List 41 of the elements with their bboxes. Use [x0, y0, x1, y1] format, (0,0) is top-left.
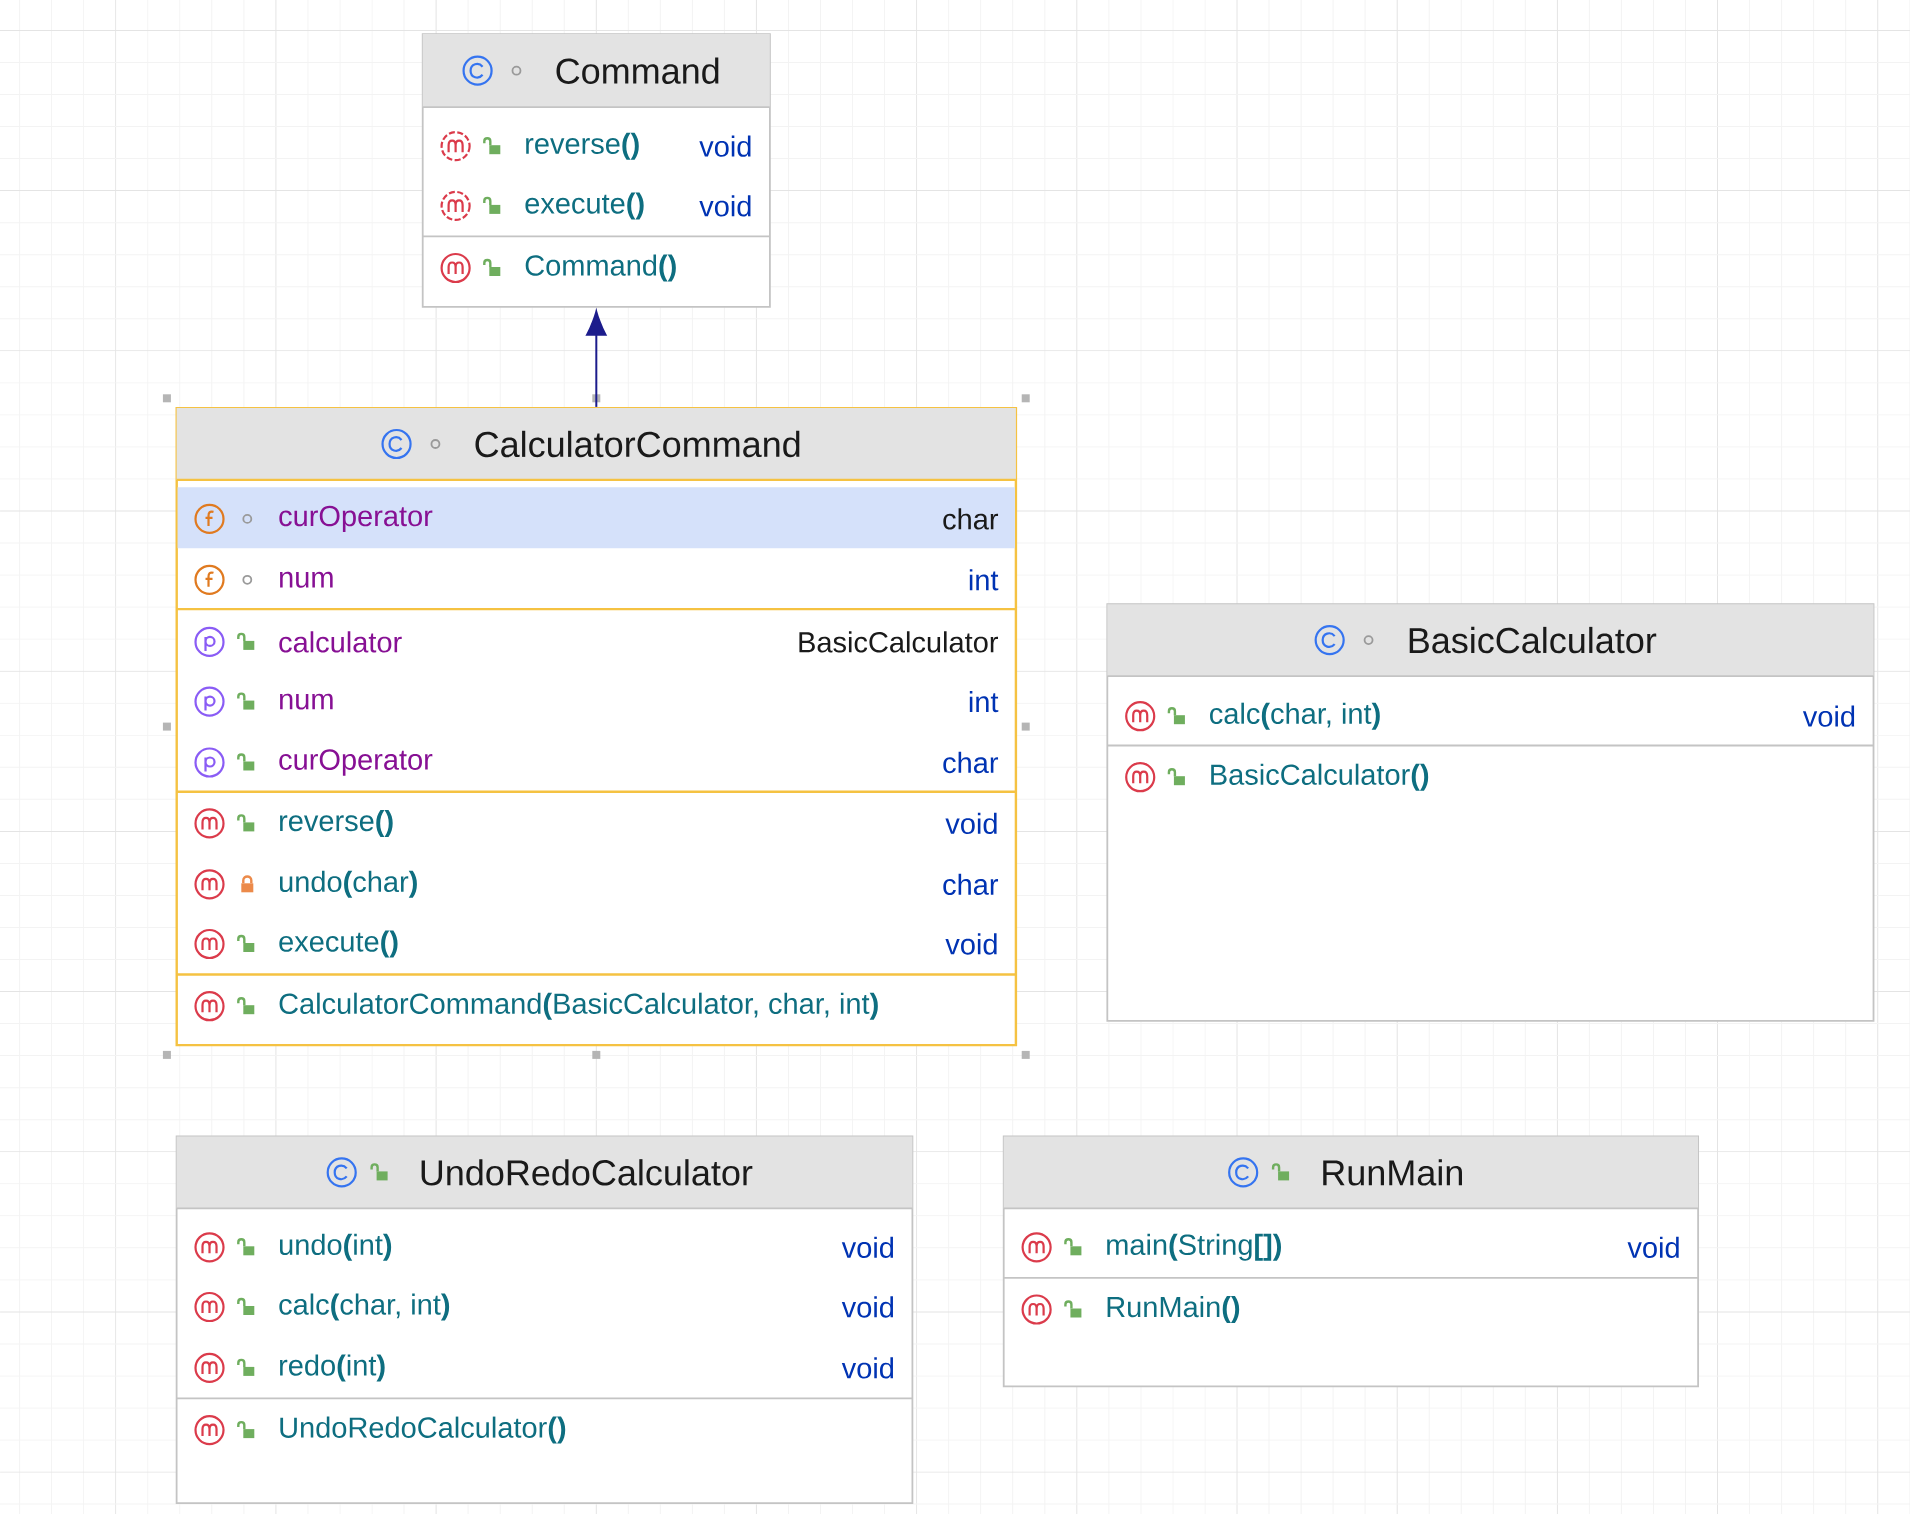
member-name: num	[280, 571, 333, 588]
class-header: CalculatorCommand	[176, 408, 1016, 482]
member-name: RunMain()	[1107, 1296, 1240, 1323]
member-name: curOperator	[279, 505, 433, 533]
class-header: Command	[421, 34, 771, 109]
member-type: void	[699, 195, 751, 217]
class-header: UndoRedoCalculator	[175, 1136, 914, 1210]
class-header: RunMain	[1002, 1136, 1699, 1210]
class-header: BasicCalculator	[1106, 604, 1875, 677]
member-type: void	[945, 933, 997, 955]
member-type: void	[841, 1357, 894, 1379]
member-type: void	[945, 812, 997, 835]
arrow	[586, 310, 607, 408]
member-name: reverse()	[526, 132, 639, 160]
member-name: Command()	[525, 254, 676, 282]
member-name: num	[280, 693, 333, 710]
member-type: void	[1802, 705, 1855, 727]
member-name: UndoRedoCalculator()	[280, 1416, 566, 1444]
member-name: main(String[])	[1107, 1233, 1281, 1261]
member-name: undo(int)	[280, 1233, 392, 1261]
member-name: undo(char)	[280, 870, 417, 898]
member-type: char	[943, 873, 999, 895]
member-name: CalculatorCommand(BasicCalculator, char, int)	[279, 992, 878, 1020]
member-name: calculator	[279, 631, 402, 653]
member-name: calc(char, int)	[279, 1293, 450, 1321]
member-type: char	[943, 508, 999, 530]
member-name: reverse()	[280, 809, 393, 837]
member-type: void	[1627, 1236, 1679, 1258]
member-name: execute()	[525, 192, 644, 220]
member-name: execute()	[279, 930, 398, 958]
member-type: void	[699, 135, 751, 157]
member-type: void	[841, 1236, 894, 1258]
member-type: int	[969, 691, 999, 713]
member-name: BasicCalculator()	[1211, 763, 1429, 791]
member-type: int	[969, 569, 999, 591]
member-type: BasicCalculator	[799, 631, 998, 653]
member-name: redo(int)	[280, 1354, 385, 1382]
member-name: calc(char, int)	[1210, 702, 1380, 730]
member-type: char	[943, 751, 999, 774]
member-name: curOperator	[279, 749, 433, 776]
member-type: void	[841, 1296, 894, 1318]
